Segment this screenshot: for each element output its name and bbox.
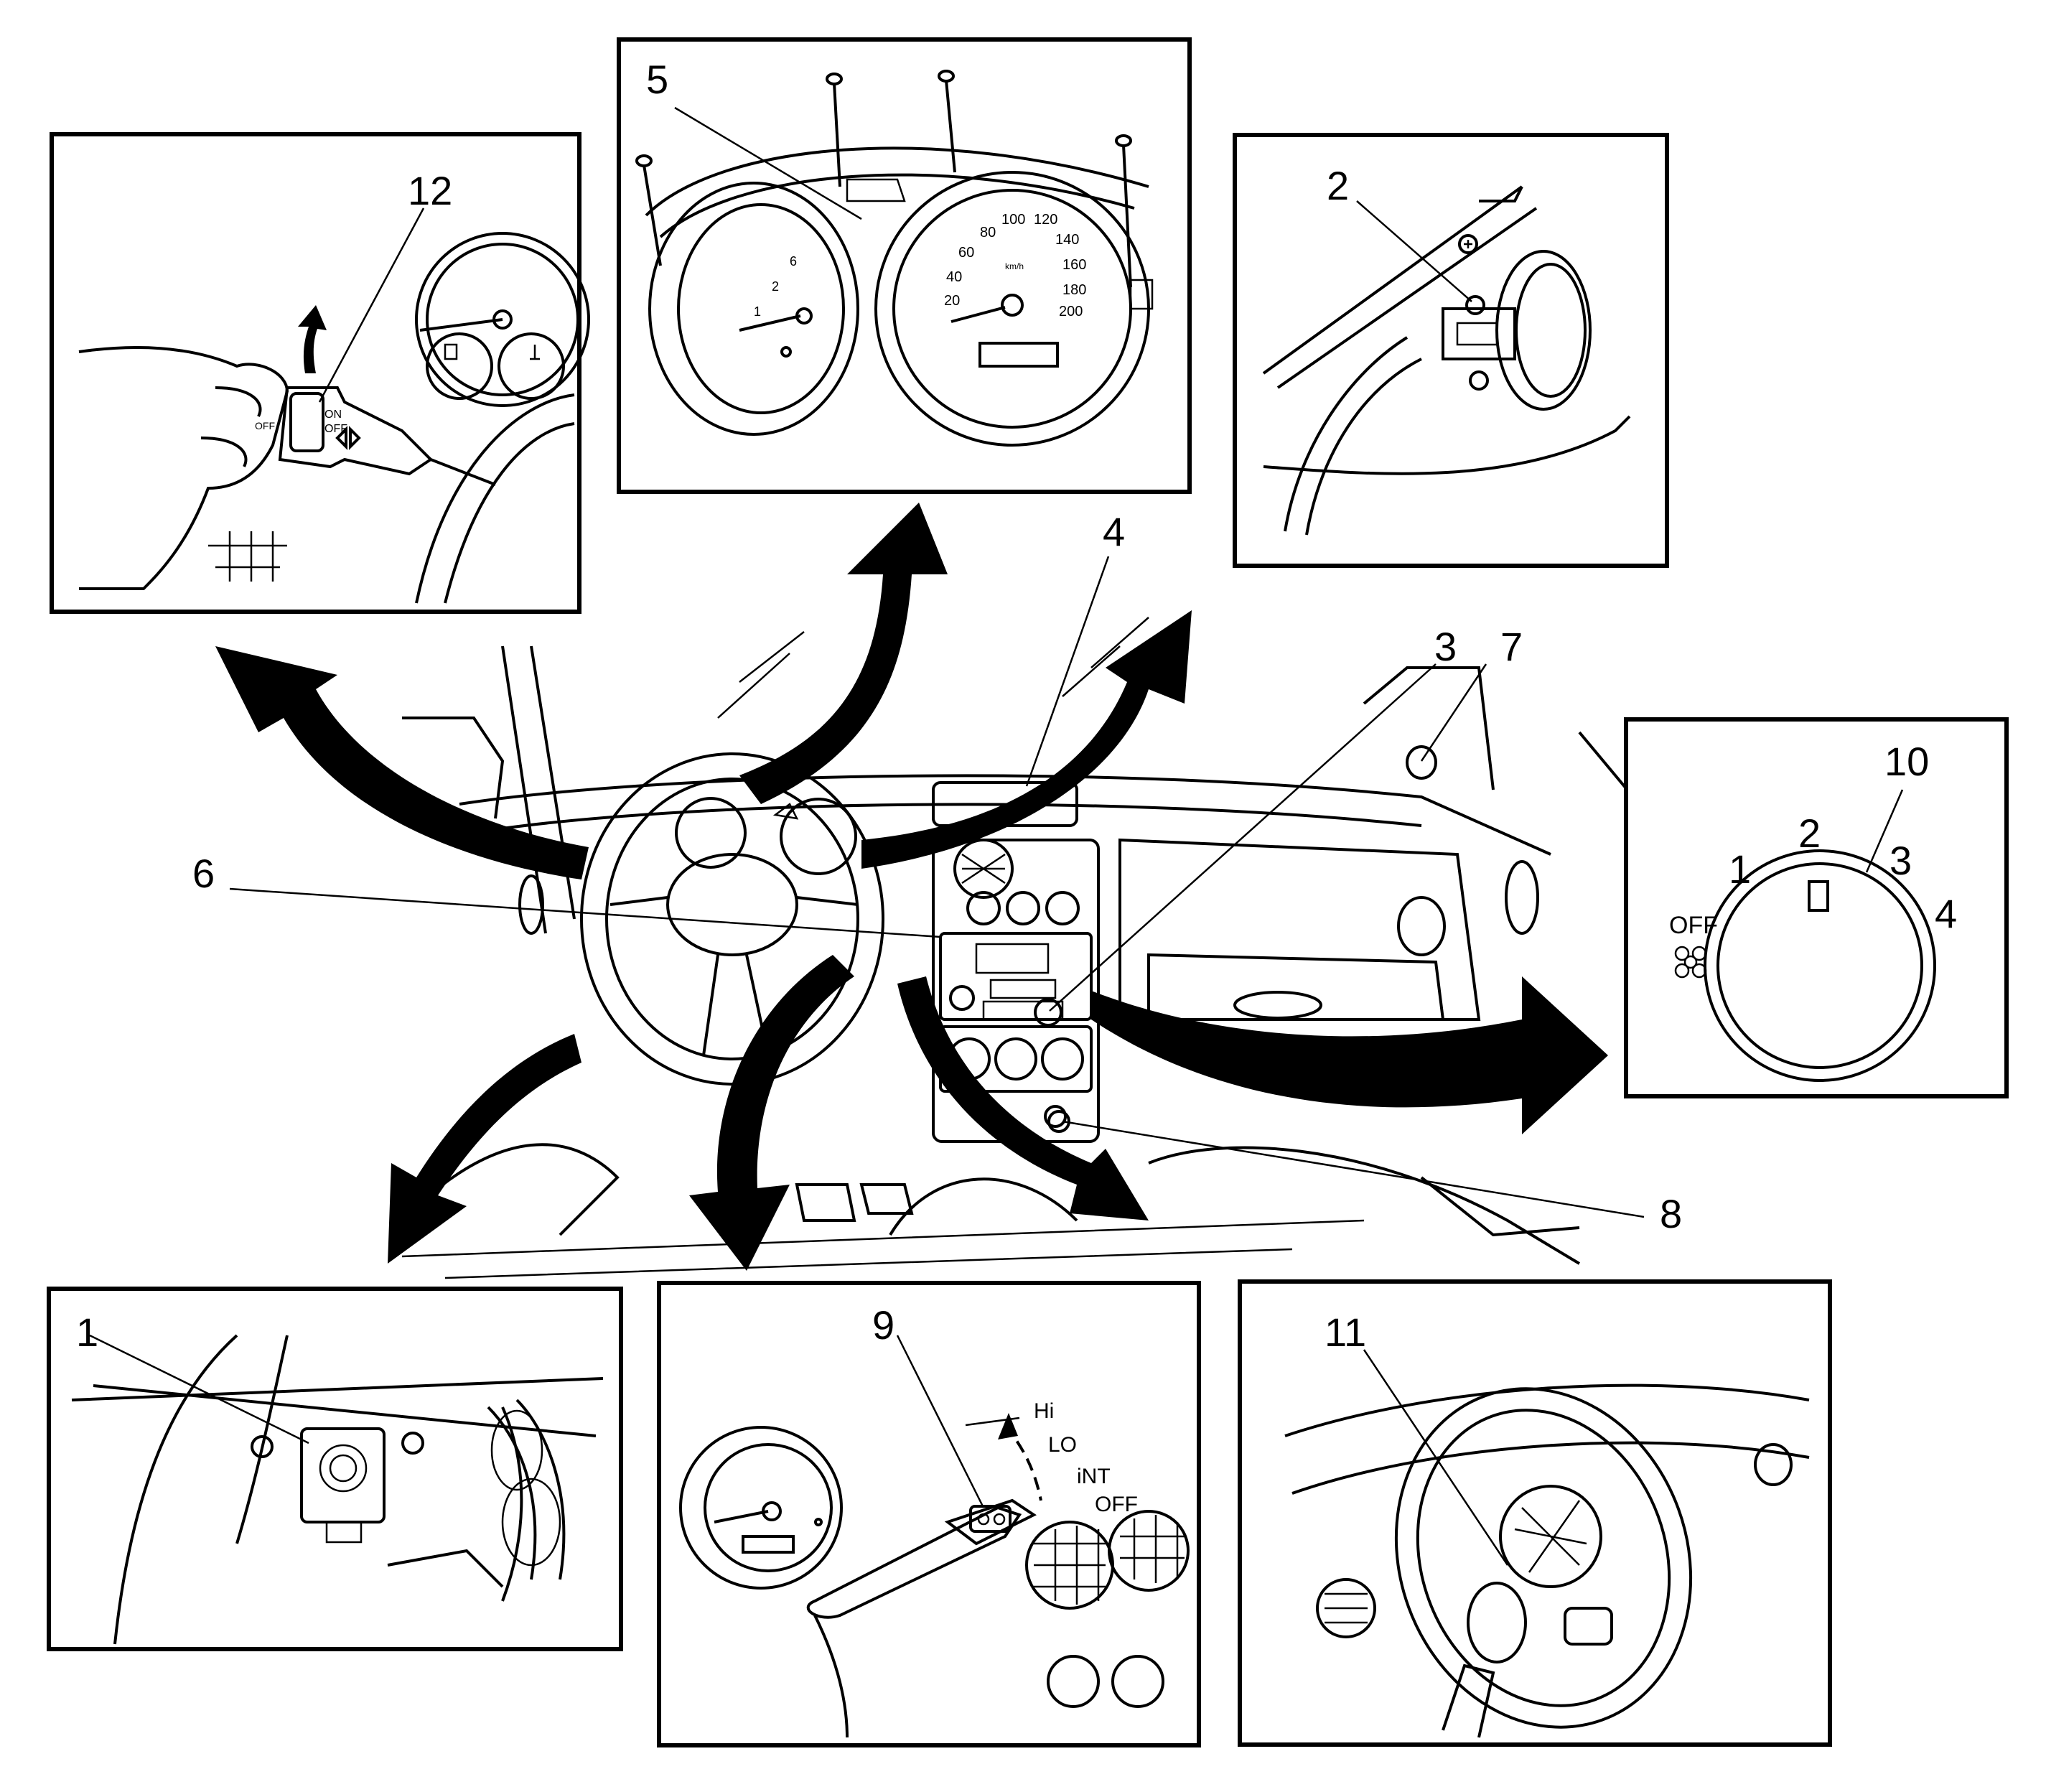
arrow-to-wiper-switch xyxy=(689,955,854,1271)
svg-text:km/h: km/h xyxy=(1005,261,1024,271)
arrow-to-airbag-module xyxy=(897,976,1149,1221)
callout-8: 8 xyxy=(1660,1191,1682,1236)
mounting-screw-icon xyxy=(401,1432,424,1455)
tachometer: 1 2 6 xyxy=(648,182,859,436)
mounting-screw-icon xyxy=(635,70,1132,288)
panel-instrument-cluster: 1 2 6 20 40 60 80 100 120 140 160 180 20… xyxy=(617,37,1192,494)
callout-12: 12 xyxy=(408,168,452,213)
panel-steering-wheel-module: 11 xyxy=(1238,1279,1832,1747)
wiper-position-hi: Hi xyxy=(1034,1399,1054,1423)
callout-5: 5 xyxy=(646,57,668,102)
callout-4: 4 xyxy=(1103,509,1125,554)
svg-text:140: 140 xyxy=(1055,232,1079,248)
svg-text:200: 200 xyxy=(1059,304,1083,319)
blower-off-label: OFF xyxy=(1669,912,1718,939)
callout-11: 11 xyxy=(1325,1310,1366,1355)
blower-position-3: 3 xyxy=(1889,838,1912,883)
fuel-gauge-icon xyxy=(444,343,458,360)
callout-1: 1 xyxy=(76,1310,98,1355)
dashboard-overview xyxy=(401,617,1653,1279)
panel-hazard-switch: 2 xyxy=(1233,133,1669,568)
callout-10: 10 xyxy=(1884,739,1929,784)
panel-wiper-switch: 9 Hi LO iNT OFF xyxy=(657,1281,1201,1747)
turn-signal-arrows-icon xyxy=(335,426,361,450)
wiper-position-off: OFF xyxy=(1095,1493,1138,1516)
blower-position-2: 2 xyxy=(1798,811,1821,856)
panel-blower-switch: 10 1 2 3 4 OFF xyxy=(1624,717,2009,1098)
speedometer: 20 40 60 80 100 120 140 160 180 200 km/h xyxy=(874,171,1150,447)
arrow-to-turn-signal-switch xyxy=(215,646,589,879)
blower-position-1: 1 xyxy=(1729,846,1751,892)
callout-6: 6 xyxy=(192,851,215,896)
svg-text:2: 2 xyxy=(772,279,779,294)
arrows xyxy=(215,503,1608,1271)
svg-text:6: 6 xyxy=(790,254,797,269)
svg-text:100: 100 xyxy=(1001,212,1025,228)
svg-text:60: 60 xyxy=(958,245,974,261)
leader-lines xyxy=(229,556,1645,1218)
svg-text:1: 1 xyxy=(754,304,761,319)
callout-7: 7 xyxy=(1500,624,1523,669)
callout-3: 3 xyxy=(1434,624,1457,669)
svg-text:20: 20 xyxy=(944,293,960,309)
panel-turn-signal-switch: ON OFF OFF 12 xyxy=(50,132,590,614)
switch-off-label: OFF xyxy=(324,423,347,435)
fan-icon xyxy=(1674,946,1707,979)
callout-9: 9 xyxy=(872,1302,894,1348)
svg-text:40: 40 xyxy=(946,269,962,285)
svg-text:160: 160 xyxy=(1062,257,1086,273)
svg-text:80: 80 xyxy=(980,225,996,241)
direction-arrow-icon xyxy=(998,1413,1018,1439)
washer-icon xyxy=(969,1505,1012,1533)
svg-text:120: 120 xyxy=(1034,212,1057,228)
wiper-position-lo: LO xyxy=(1048,1433,1077,1457)
blower-position-4: 4 xyxy=(1935,891,1957,936)
center-stack xyxy=(932,781,1100,1143)
arrow-to-hazard-switch xyxy=(861,610,1192,869)
panel-flasher-module: 1 xyxy=(47,1287,623,1651)
up-arrow-icon xyxy=(298,305,327,373)
svg-text:180: 180 xyxy=(1062,282,1086,298)
temperature-gauge-icon xyxy=(530,345,540,360)
mounting-screw-icon xyxy=(251,1435,274,1458)
switch-on-label: ON xyxy=(324,409,342,421)
arrow-to-instrument-cluster xyxy=(739,503,948,804)
switch-off-label-left: OFF xyxy=(255,420,275,431)
arrow-to-flasher-module xyxy=(388,1034,581,1264)
arrow-to-blower-switch xyxy=(1091,976,1608,1134)
callout-2: 2 xyxy=(1327,163,1349,208)
wiper-position-int: iNT xyxy=(1077,1465,1111,1488)
